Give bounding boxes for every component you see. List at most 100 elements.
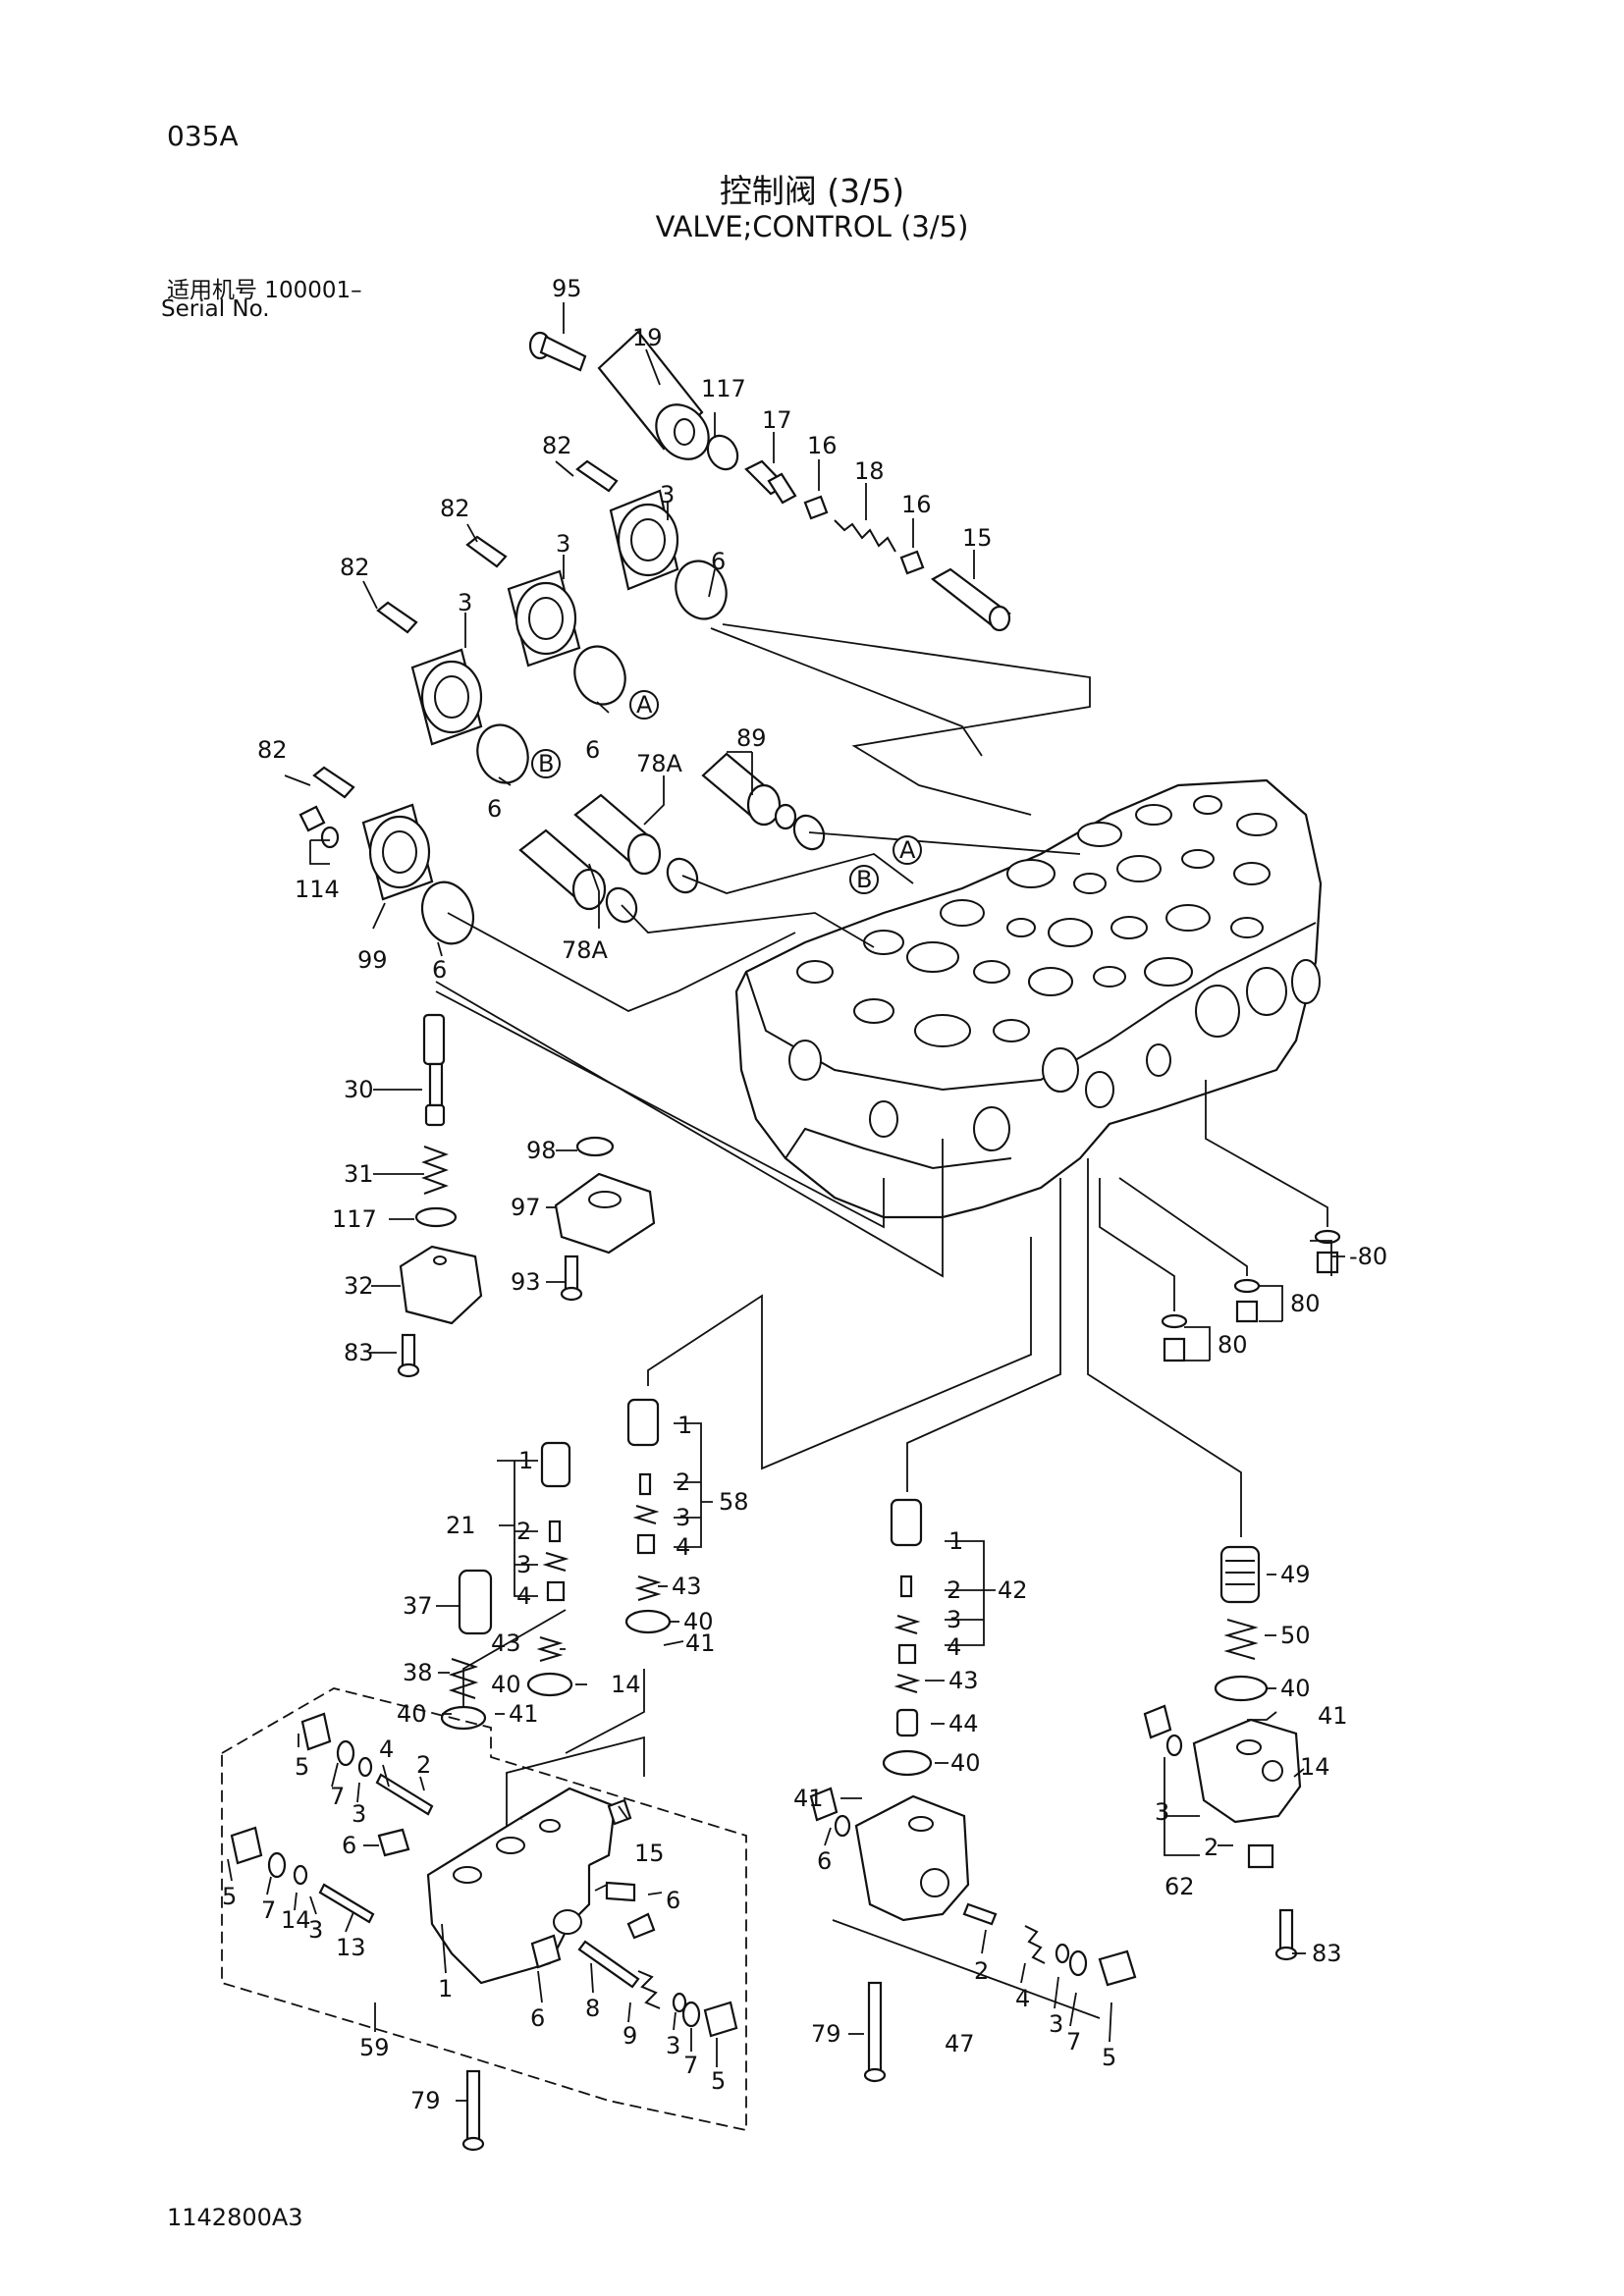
serial-number-label-english: Serial No. <box>161 296 270 322</box>
part-95-bolt <box>528 331 587 372</box>
label-4: 4 <box>379 1735 394 1763</box>
label-19: 19 <box>632 324 663 351</box>
label-47: 47 <box>945 2030 975 2057</box>
part-97-flange <box>554 1172 656 1255</box>
label-14: 14 <box>281 1906 311 1934</box>
label-32: 32 <box>344 1272 374 1300</box>
part-19-sleeve <box>597 330 710 460</box>
part-32-cover <box>399 1245 483 1325</box>
label-6: 6 <box>585 736 600 764</box>
part-40-o-ring-a <box>624 1609 672 1634</box>
label-82: 82 <box>440 495 470 522</box>
label-83: 83 <box>344 1339 374 1366</box>
label-7: 7 <box>330 1783 345 1810</box>
callout-a-circle-1 <box>629 690 659 720</box>
label-78a: 78A <box>636 750 683 777</box>
part-80-plugs <box>1161 1229 1341 1362</box>
label-49: 49 <box>1280 1561 1311 1588</box>
label-31: 31 <box>344 1160 374 1188</box>
label-3: 3 <box>1049 2010 1063 2038</box>
label-5: 5 <box>222 1883 237 1910</box>
label-3: 3 <box>352 1800 366 1828</box>
label-43: 43 <box>948 1667 979 1694</box>
label-2: 2 <box>1204 1834 1218 1861</box>
part-callout-labels: 95 19 117 17 16 18 16 15 82 3 82 3 82 3 … <box>222 275 1387 2114</box>
label-43: 43 <box>491 1629 521 1657</box>
label-3: 3 <box>458 589 472 616</box>
label-21: 21 <box>446 1512 476 1539</box>
part-40-o-ring-b <box>526 1672 573 1697</box>
part-31-spring <box>421 1146 449 1195</box>
label-5: 5 <box>295 1753 309 1781</box>
part-79-bolt-center <box>863 1981 887 2083</box>
part-83-bolt-left <box>397 1333 420 1378</box>
label-41: 41 <box>793 1785 824 1812</box>
label-4: 4 <box>1015 1985 1030 2012</box>
label-18: 18 <box>854 457 885 485</box>
label-6: 6 <box>817 1847 832 1875</box>
label-3: 3 <box>666 2032 680 2059</box>
label-6: 6 <box>342 1832 356 1859</box>
label-95: 95 <box>552 275 582 302</box>
part-98-o-ring <box>575 1136 615 1157</box>
label-4: 4 <box>516 1582 531 1610</box>
part-16-stopper-2 <box>899 550 925 575</box>
flange-group-lower <box>298 766 475 945</box>
label-99: 99 <box>357 946 388 974</box>
block-59-small-parts <box>230 1712 738 2038</box>
callout-a-circle-2 <box>893 835 922 865</box>
label-4: 4 <box>676 1533 690 1561</box>
label-41: 41 <box>1318 1702 1348 1730</box>
label-117: 117 <box>332 1205 377 1233</box>
label-2: 2 <box>947 1576 961 1604</box>
label-41: 41 <box>509 1700 539 1728</box>
label-a: A <box>636 691 653 719</box>
label-16: 16 <box>807 432 838 459</box>
label-44: 44 <box>948 1710 979 1737</box>
label-5: 5 <box>711 2067 726 2095</box>
part-30-spool <box>422 1013 446 1127</box>
label-82: 82 <box>542 432 572 459</box>
label-7: 7 <box>683 2052 698 2079</box>
label-a: A <box>899 836 916 864</box>
part-43-spring-b <box>536 1636 564 1662</box>
label-7: 7 <box>1066 2028 1081 2056</box>
part-15-plug <box>931 567 1011 632</box>
label-83: 83 <box>1312 1940 1342 1967</box>
label-13: 13 <box>336 1934 366 1961</box>
valve-body <box>734 778 1323 1219</box>
label-7: 7 <box>261 1896 276 1924</box>
part-16-stopper <box>803 495 829 520</box>
part-43-spring-a <box>634 1575 662 1601</box>
serial-number-label-chinese: 适用机号 100001– <box>167 278 362 303</box>
assy-59-outline <box>221 1687 747 2132</box>
label-40: 40 <box>950 1749 981 1777</box>
part-93-bolt <box>560 1255 583 1302</box>
label-89: 89 <box>736 724 767 752</box>
callout-b-circle-1 <box>531 749 561 778</box>
label-6: 6 <box>530 2004 545 2032</box>
label-42: 42 <box>998 1576 1028 1604</box>
label-50: 50 <box>1280 1622 1311 1649</box>
label-62: 62 <box>1164 1873 1195 1900</box>
flange-group-upper <box>376 459 728 784</box>
label-93: 93 <box>511 1268 541 1296</box>
label-14: 14 <box>611 1671 641 1698</box>
label-15: 15 <box>634 1840 665 1867</box>
label-1: 1 <box>948 1527 963 1555</box>
label-97: 97 <box>511 1194 541 1221</box>
part-49-sleeve <box>1219 1545 1261 1604</box>
label-41: 41 <box>685 1629 716 1657</box>
label-79: 79 <box>410 2087 441 2114</box>
label-16: 16 <box>901 491 932 518</box>
label-3: 3 <box>947 1606 961 1633</box>
label-6: 6 <box>666 1887 680 1914</box>
label-59: 59 <box>359 2034 390 2061</box>
part-18-spring <box>834 519 896 553</box>
label-30: 30 <box>344 1076 374 1103</box>
label-9: 9 <box>623 2022 637 2050</box>
label-5: 5 <box>1102 2044 1116 2071</box>
page-title-chinese: 控制阀 (3/5) <box>719 172 905 210</box>
label-3: 3 <box>1155 1798 1169 1826</box>
label-82: 82 <box>340 554 370 581</box>
